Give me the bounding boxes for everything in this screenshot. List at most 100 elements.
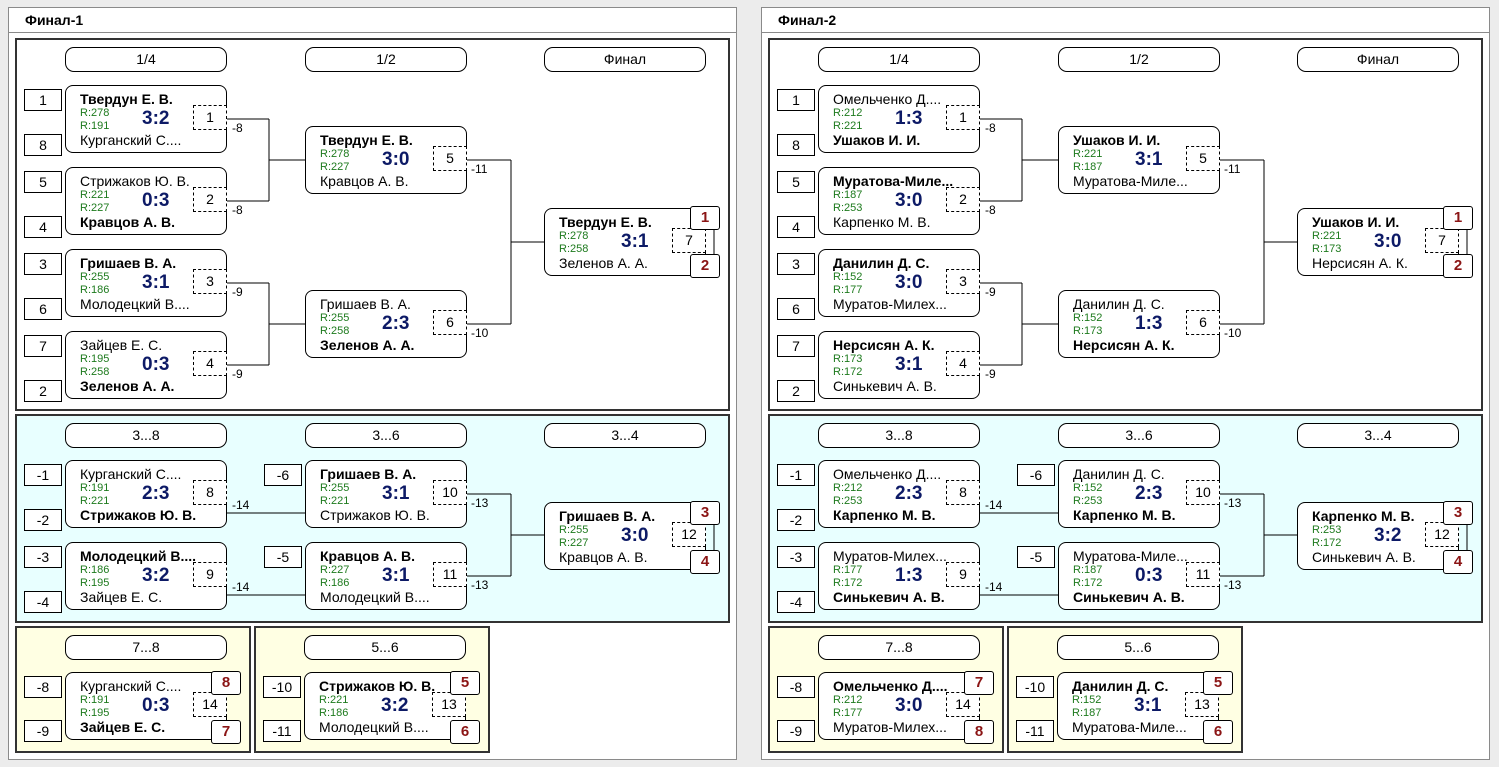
- player-2-name: Нерсисян А. К.: [1312, 255, 1408, 271]
- bracket-connectors: [227, 493, 544, 596]
- player-2-name: Молодецкий В....: [319, 719, 429, 735]
- player-1-rating: R:255: [320, 312, 350, 324]
- player-2-rating: R:253: [1073, 495, 1103, 507]
- player-1-rating: R:177: [833, 564, 863, 576]
- seed-number: -10: [263, 676, 301, 698]
- player-1-rating: R:191: [80, 482, 110, 494]
- player-2-rating: R:227: [559, 537, 589, 549]
- player-1-rating: R:191: [80, 694, 110, 706]
- player-1-name: Нерсисян А. К.: [833, 337, 935, 353]
- round-header: 3...4: [544, 423, 706, 448]
- place-badge: 6: [1203, 720, 1233, 744]
- player-2-rating: R:173: [1312, 243, 1342, 255]
- match-score: 3:1: [142, 272, 170, 293]
- match-number: 4: [946, 351, 980, 376]
- loser-destination: -9: [232, 367, 243, 381]
- match-number: 11: [433, 562, 467, 587]
- player-1-name: Твердун Е. В.: [320, 132, 413, 148]
- loser-destination: -8: [232, 121, 243, 135]
- player-2-name: Стрижаков Ю. В.: [320, 507, 430, 523]
- player-2-rating: R:258: [320, 325, 350, 337]
- panel-title: Финал-2: [762, 8, 1489, 33]
- player-1-rating: R:152: [1073, 312, 1103, 324]
- match-number: 11: [1186, 562, 1220, 587]
- place-badge: 7: [211, 720, 241, 744]
- seed-number: -10: [1016, 676, 1054, 698]
- player-1-rating: R:227: [320, 564, 350, 576]
- match-score: 1:3: [895, 108, 923, 129]
- player-1-rating: R:195: [80, 353, 110, 365]
- player-2-rating: R:186: [80, 284, 110, 296]
- player-2-rating: R:221: [833, 120, 863, 132]
- place-badge: 2: [1443, 254, 1473, 278]
- match-score: 3:0: [895, 695, 923, 716]
- place-badge: 7: [964, 671, 994, 695]
- match-number: 8: [946, 480, 980, 505]
- seed-number: -8: [24, 676, 62, 698]
- loser-destination: -9: [985, 285, 996, 299]
- round-header: 7...8: [65, 635, 227, 660]
- seed-number: 3: [777, 253, 815, 275]
- player-1-name: Гришаев В. А.: [320, 296, 411, 312]
- loser-destination: -13: [1224, 578, 1242, 592]
- player-2-name: Кравцов А. В.: [80, 214, 176, 230]
- player-1-rating: R:212: [833, 694, 863, 706]
- seed-number: 3: [24, 253, 62, 275]
- place-badge: 2: [690, 254, 720, 278]
- loser-destination: -11: [1224, 162, 1241, 176]
- seed-number: 7: [24, 335, 62, 357]
- seed-number: -3: [24, 546, 62, 568]
- player-2-rating: R:187: [1073, 161, 1103, 173]
- loser-destination: -14: [232, 498, 250, 512]
- player-2-name: Зеленов А. А.: [80, 378, 175, 394]
- seed-number: -1: [24, 464, 62, 486]
- seed-number: 4: [24, 216, 62, 238]
- match-score: 3:1: [382, 565, 410, 586]
- player-2-name: Карпенко М. В.: [833, 507, 936, 523]
- seed-number: -3: [777, 546, 815, 568]
- round-header: 3...8: [65, 423, 227, 448]
- loser-destination: -14: [985, 498, 1003, 512]
- player-1-rating: R:221: [1073, 148, 1103, 160]
- player-2-name: Кравцов А. В.: [320, 173, 409, 189]
- place-badge: 3: [1443, 501, 1473, 525]
- player-1-name: Твердун Е. В.: [559, 214, 652, 230]
- seed-number: 2: [24, 380, 62, 402]
- seed-number: 7: [777, 335, 815, 357]
- player-1-name: Гришаев В. А.: [559, 508, 656, 524]
- loser-destination: -10: [471, 326, 489, 340]
- place-badge: 5: [1203, 671, 1233, 695]
